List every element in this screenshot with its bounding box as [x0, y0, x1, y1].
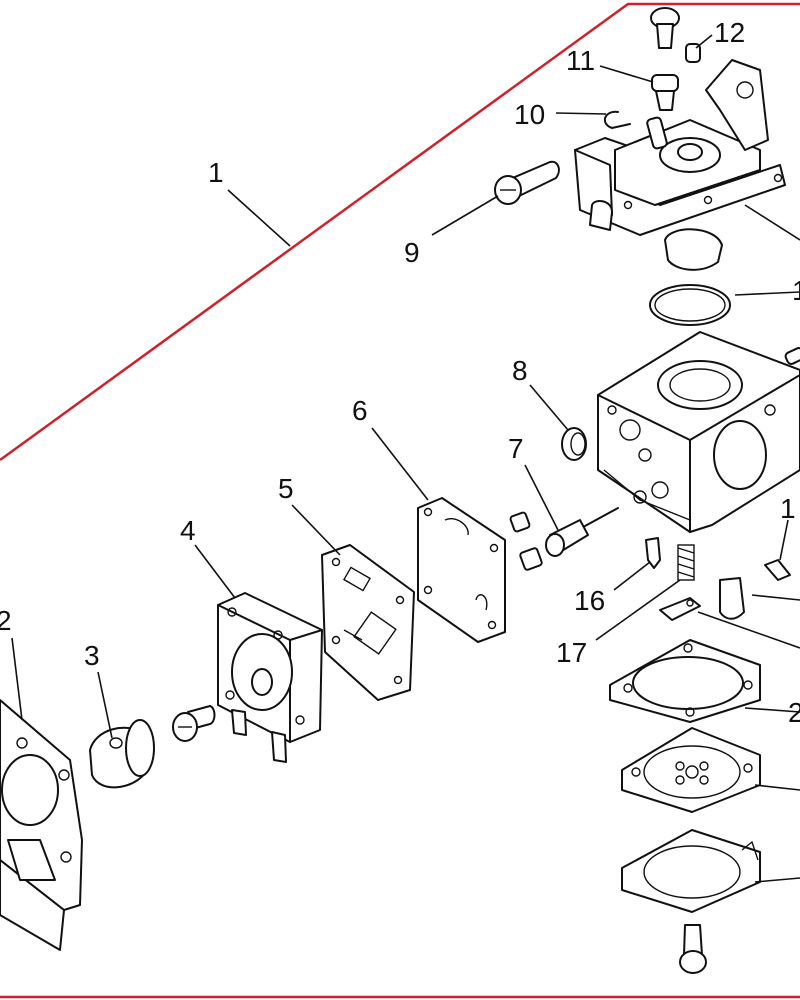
callout-5: 5 — [278, 473, 294, 504]
callout-16: 16 — [574, 585, 605, 616]
cover-screw — [679, 924, 707, 974]
part-16-needle — [645, 537, 661, 569]
callout-6: 6 — [352, 395, 368, 426]
callout-9: 9 — [404, 237, 420, 268]
callout-3: 3 — [84, 640, 100, 671]
part-7-needle-valve — [545, 507, 619, 557]
part-11-screw — [651, 74, 679, 111]
callout-1-top-right: 1 — [792, 275, 800, 306]
part-5-plate — [321, 544, 415, 701]
callout-17: 17 — [556, 637, 587, 668]
callout-10: 10 — [514, 99, 545, 130]
o-ring — [649, 284, 731, 326]
body-pin — [784, 347, 800, 365]
metering-gasket — [609, 639, 761, 723]
carburetor-body — [597, 331, 800, 533]
callout-2: 2 — [0, 605, 12, 636]
adjust-screw — [719, 577, 745, 620]
callout-1: 1 — [208, 157, 224, 188]
part-4-pump-cover — [217, 592, 323, 763]
part-12-cap — [650, 7, 701, 63]
part-9-screw — [494, 160, 560, 205]
part-2-base-plate — [0, 699, 83, 951]
metering-diaphragm — [621, 727, 761, 813]
primer-screw — [172, 705, 216, 742]
jet-plugs — [509, 511, 543, 571]
callout-8: 8 — [512, 355, 528, 386]
part-6-gasket — [417, 497, 506, 643]
callout-7: 7 — [508, 433, 524, 464]
part-10-clip — [603, 110, 631, 129]
callout-12: 12 — [714, 17, 745, 48]
leader-lines — [11, 34, 800, 883]
callout-1-right: 1 — [780, 493, 796, 524]
part-3-primer-bulb — [89, 719, 155, 789]
metering-lever — [659, 597, 701, 621]
metering-cover — [621, 829, 761, 913]
part-8-ring — [561, 427, 587, 461]
part-17-spring — [677, 544, 695, 581]
callout-2-right: 2 — [788, 697, 800, 728]
shaft-pin — [764, 559, 791, 581]
throttle-assembly — [574, 59, 786, 271]
callout-4: 4 — [180, 515, 196, 546]
callout-11: 11 — [566, 45, 595, 76]
